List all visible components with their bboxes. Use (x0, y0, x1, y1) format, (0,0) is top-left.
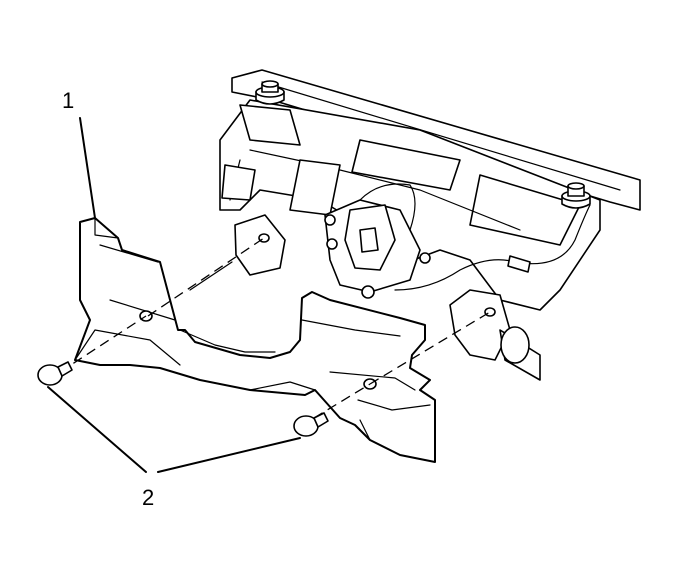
callout-2: 2 (142, 485, 154, 510)
radiator-support-crossmember (219, 69, 641, 311)
retainer-right (293, 412, 329, 437)
top-bolt-right (561, 182, 591, 209)
hood-latch-assembly (324, 183, 591, 299)
leader-lines (47, 117, 301, 473)
bracket-right (449, 289, 541, 381)
callout-1: 1 (62, 88, 74, 113)
bracket-left (234, 214, 286, 276)
air-deflector-panel (74, 217, 436, 463)
retainer-left (37, 361, 73, 386)
top-bolt-left (255, 80, 285, 105)
alignment-lines (59, 237, 491, 419)
